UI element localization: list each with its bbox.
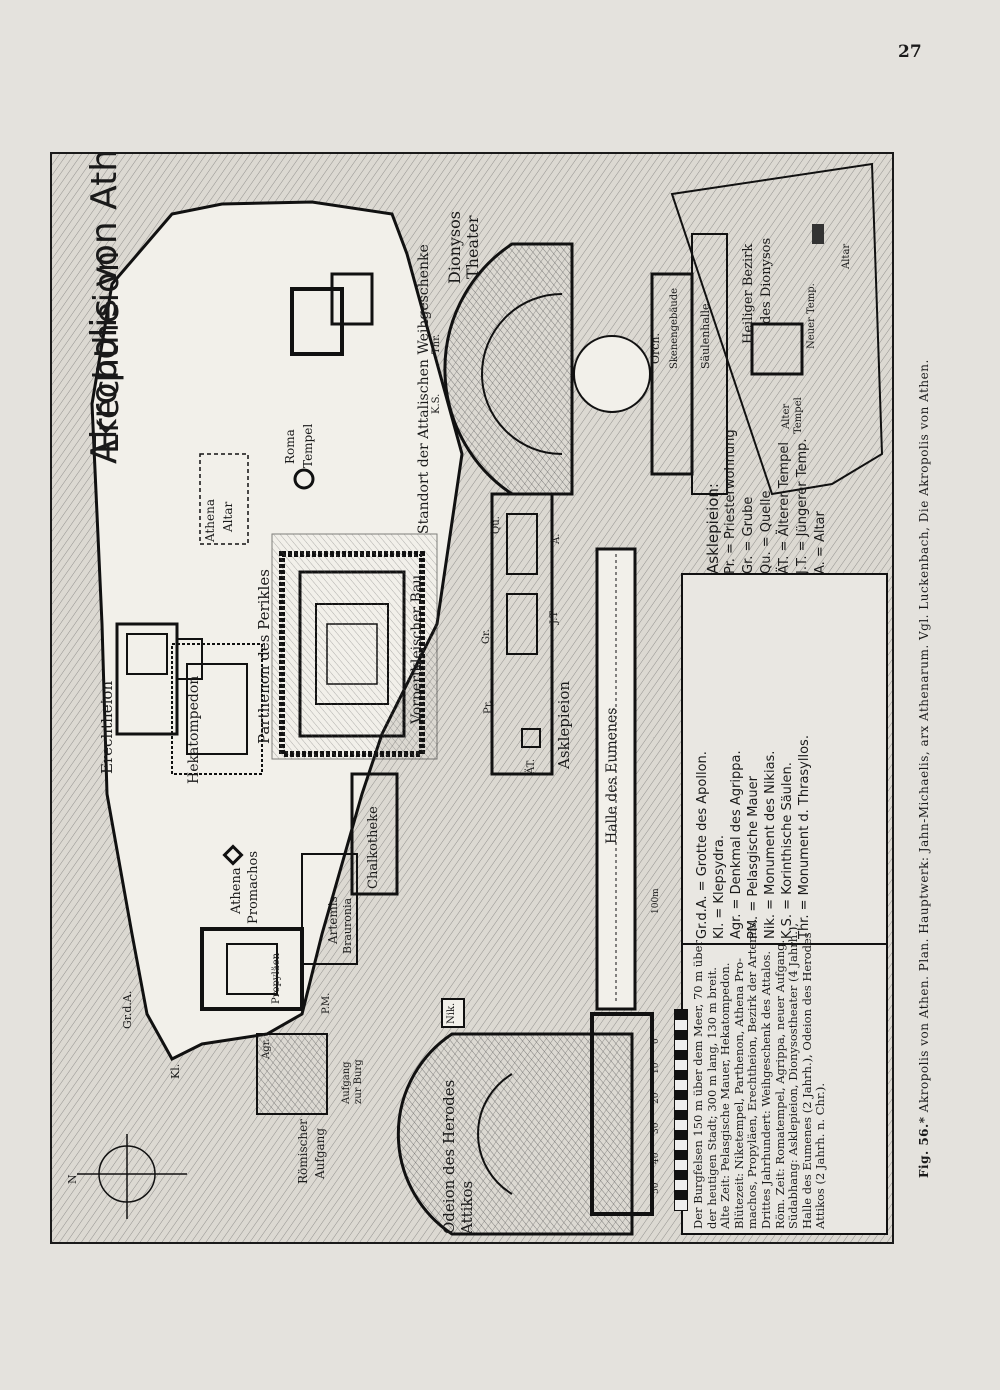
label-aufgang-1: Aufgang [341, 1061, 352, 1104]
odeion-of-herodes-atticus [396, 1012, 654, 1236]
legend-abbreviations: Gr.d.A. = Grotte des Apollon. Kl. = Klep… [694, 579, 813, 939]
label-dionysos-1: Dionysos [445, 211, 464, 284]
legend-item: Agr. = Denkmal des Agrippa. [729, 750, 744, 939]
athena-altar [199, 453, 249, 545]
map-drawing [52, 154, 892, 1242]
artemis-brauronia [301, 853, 358, 965]
scale-tick-3: 30 [651, 1122, 661, 1134]
roma-tempel [293, 468, 315, 490]
propylaea [200, 927, 304, 1011]
ne-building-2 [330, 272, 374, 326]
legend-box [681, 573, 888, 1235]
scale-tick-4: 40 [651, 1152, 661, 1164]
legend-item: Gr.d.A. = Grotte des Apollon. [695, 751, 710, 939]
scale-tick-2: 20 [651, 1092, 661, 1104]
label-orch: Orch. [649, 332, 662, 364]
label-heiliger-2: des Dionysos [759, 237, 774, 324]
athena-promachos [222, 844, 244, 866]
label-a: A. [551, 533, 562, 544]
scale-tick-1: 10 [651, 1062, 661, 1074]
legend-item: J.T. = Jüngerer Temp. [795, 438, 810, 574]
compass-rose [77, 1134, 187, 1219]
legend-item: Nik. = Monument des Nikias. [763, 750, 778, 939]
label-nik: Nik. [446, 1002, 457, 1024]
vorperikleischer-bau [271, 533, 438, 760]
label-parthenon: Parthenon des Perikles [255, 569, 273, 744]
scale-end: 100m [651, 888, 661, 914]
legend-item: Thr. = Monument d. Thrasyllos. [797, 735, 812, 939]
figure-caption: Fig. 56.* Akropolis von Athen. Plan. Hau… [917, 359, 931, 1178]
scale-tick-5: 50 [651, 1182, 661, 1194]
label-ks: K.S. [431, 393, 442, 414]
label-promachos-2: Promachos [246, 850, 261, 924]
legend-item: Gr. = Grube [741, 496, 756, 574]
label-promachos-1: Athena [229, 867, 244, 914]
chalkotheke [350, 772, 399, 896]
heiliger-bezirk [670, 162, 884, 496]
label-agr: Agr. [261, 1038, 272, 1059]
label-altar: Altar [841, 243, 852, 269]
label-athena-altar-2: Altar [221, 501, 235, 532]
label-artemis-2: Brauronia [341, 897, 354, 954]
label-athena-altar-1: Athena [203, 499, 217, 542]
legend-item: Kl. = Klepsydra. [712, 835, 727, 939]
label-roma-1: Roma [283, 429, 297, 464]
erechtheion [115, 622, 203, 736]
ne-building-1 [290, 287, 344, 356]
legend-title: Asklepieion: [704, 483, 722, 574]
label-pm: P.M. [321, 992, 332, 1014]
legend-item: ÄT. = Älterer Tempel [777, 442, 792, 574]
legend-item: Pr. = Priesterwohnung [723, 429, 738, 574]
label-erechtheion: Erechtheion [98, 680, 116, 774]
label-hekatompedon: Hekatompedon [186, 675, 202, 784]
akropolis-plan-map: Erechtheion Akropolis von Athen Erechthe… [50, 152, 894, 1244]
label-at: ÄT. [526, 758, 537, 774]
label-pr: Pr. [483, 700, 494, 714]
label-chalkotheke: Chalkotheke [366, 806, 381, 889]
note-line: Attikos (2 Jahrh. n. Chr.). [813, 1083, 828, 1229]
label-odeion-2: Attikos [458, 1180, 476, 1234]
dionysos-altar [812, 224, 824, 244]
label-gr: Gr. [481, 629, 492, 644]
label-vorperikleischer-bau: Vorperikleischer Bau [409, 574, 425, 724]
nike-monument [441, 998, 465, 1028]
label-qu: Qu. [491, 516, 502, 534]
label-artemis-1: Artemis [326, 896, 340, 944]
theater-of-dionysus [443, 233, 728, 496]
label-grda: Gr.d.A. [121, 990, 134, 1029]
legend-item: A. = Altar [813, 511, 828, 574]
label-skenengebaeude: Skenengebäude [669, 287, 680, 369]
legend-item: Qu. = Quelle [759, 490, 774, 574]
figure-text: Akropolis von Athen. Plan. Hauptwerk: Ja… [917, 359, 931, 1113]
hekatompedon [171, 643, 263, 775]
label-jt: J.T [549, 610, 560, 624]
legend-asklepieion: Asklepieion: Pr. = Priesterwohnung Gr. =… [704, 314, 830, 574]
label-dionysos-2: Theater [463, 215, 482, 279]
label-north: N [66, 1174, 79, 1184]
label-roma-2: Tempel [301, 423, 315, 468]
label-halle-eumenes: Halle des Eumenes [604, 707, 620, 844]
figure-number: Fig. 56.* [917, 1116, 931, 1178]
label-roemischer-1: Römischer [296, 1119, 310, 1184]
page-number: 27 [898, 42, 922, 62]
label-aufgang-2: zur Burg [353, 1059, 364, 1104]
map-title-text: Akropolis von Athen [84, 152, 125, 464]
label-thr: Thr. [431, 334, 442, 354]
label-odeion-1: Odeion des Herodes [440, 1079, 458, 1234]
neuer-tempel [750, 322, 804, 376]
label-standort: Standort der Attalischen Weihgeschenke [416, 244, 432, 534]
label-kl: Kl. [169, 1063, 182, 1079]
scale-tick-0: 0 [651, 1038, 661, 1044]
legend-item: PM. = Pelasgische Mauer [746, 776, 761, 939]
scale-bar [674, 1009, 688, 1211]
label-propylaeen: Propyläen [271, 952, 282, 1004]
label-asklepieion: Asklepieion [555, 680, 573, 769]
label-roemischer-2: Aufgang [313, 1127, 327, 1179]
roman-aufgang [256, 1033, 328, 1115]
legend-item: K.S. = Korinthische Säulen. [780, 762, 795, 939]
